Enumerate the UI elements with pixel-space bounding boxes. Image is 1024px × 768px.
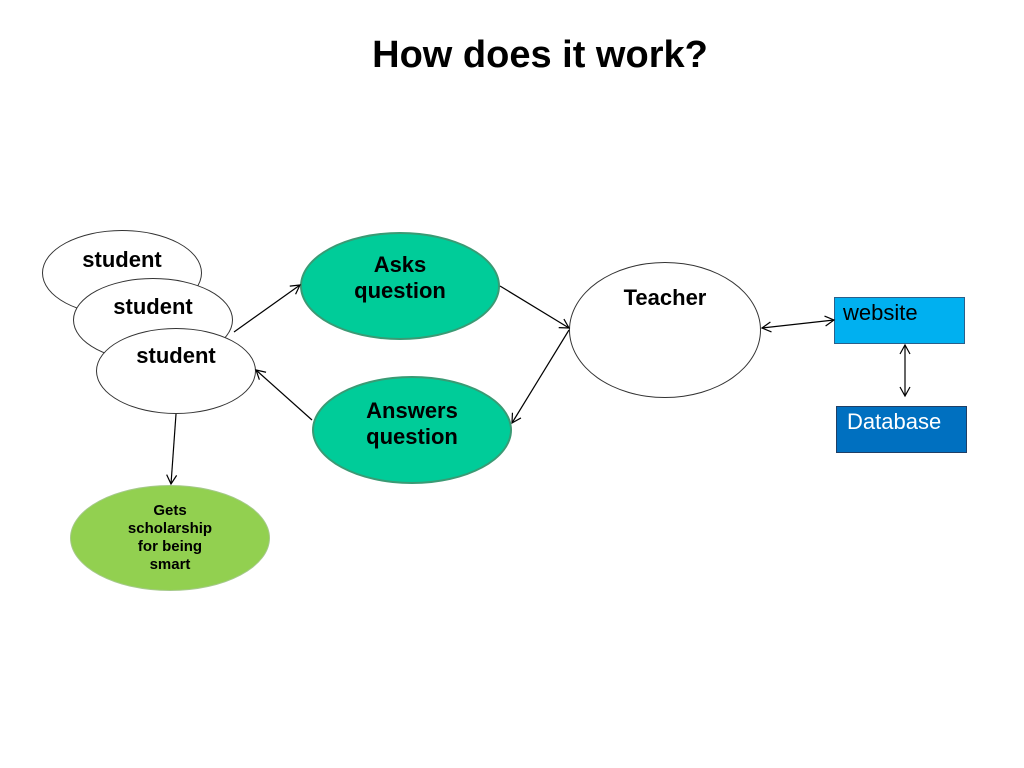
arrow-answers-to-student [255, 369, 313, 421]
arrow-student-to-scholarship [166, 413, 178, 486]
teacher-label: Teacher [623, 285, 707, 310]
student-node-3: student [96, 328, 256, 414]
student-label-3: student [136, 343, 216, 368]
student-label-2: student [113, 294, 193, 319]
scholarship-label: Gets scholarship for being smart [127, 502, 213, 573]
arrow-student-to-asks [233, 284, 302, 333]
arrow-teacher-website [760, 315, 836, 333]
answers-question-label: Answers question [366, 398, 458, 449]
teacher-node: Teacher [569, 262, 761, 398]
answers-question-node: Answers question [312, 376, 512, 484]
student-label-1: student [82, 247, 162, 272]
arrow-teacher-to-answers [511, 329, 570, 425]
slide-title: How does it work? [372, 34, 708, 76]
database-box: Database [836, 406, 967, 453]
website-box: website [834, 297, 965, 344]
arrow-asks-to-teacher [499, 285, 571, 329]
asks-question-node: Asks question [300, 232, 500, 340]
website-label: website [843, 300, 918, 325]
database-label: Database [847, 409, 942, 434]
asks-question-label: Asks question [354, 252, 446, 303]
scholarship-node: Gets scholarship for being smart [70, 485, 270, 591]
